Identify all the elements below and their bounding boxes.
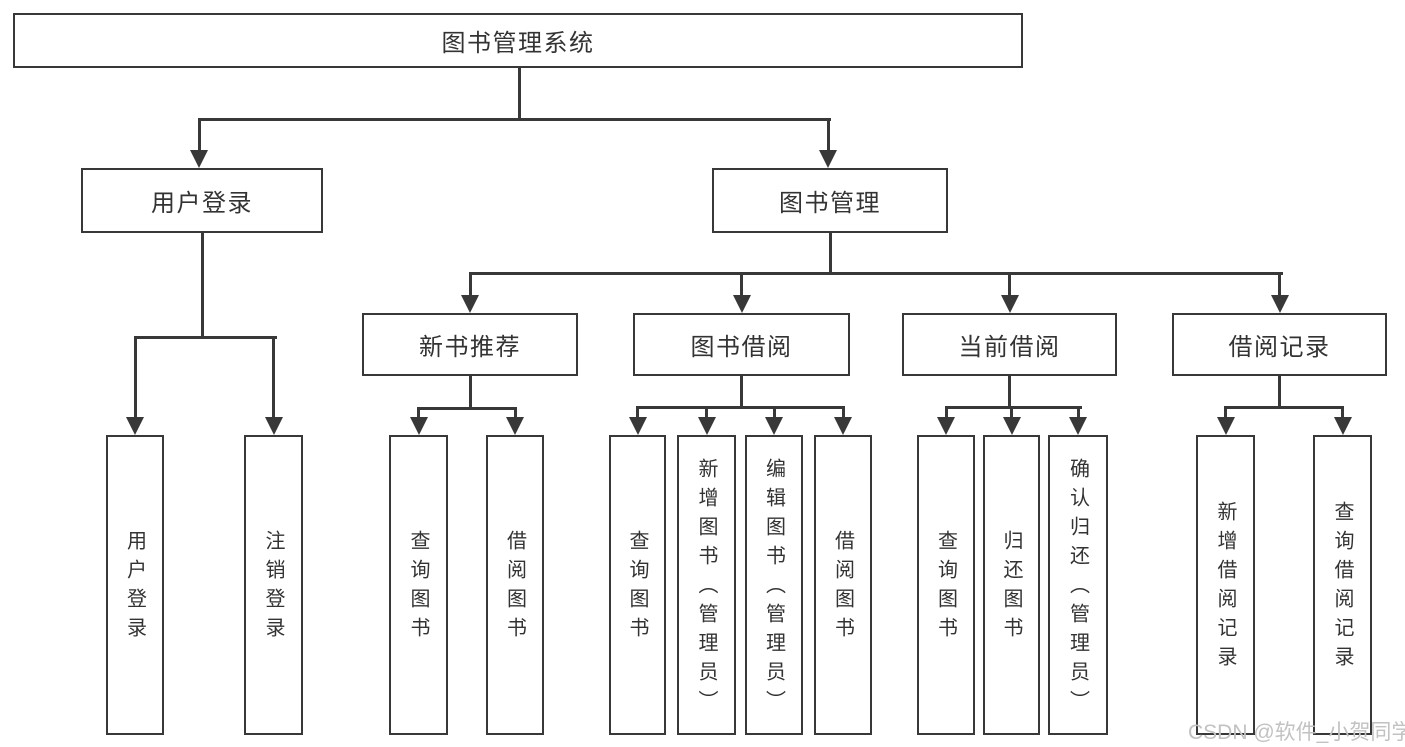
connector-line xyxy=(1076,406,1080,419)
connector-line xyxy=(133,336,137,419)
connector-line xyxy=(944,406,1082,409)
connector-line xyxy=(1010,406,1013,419)
leaf-borrow-edit-books-admin: 编辑图书（管理员） xyxy=(745,435,803,735)
arrowhead-down-icon xyxy=(264,417,283,435)
arrowhead-down-icon xyxy=(732,295,751,313)
connector-line xyxy=(272,336,275,419)
leaf-recommend-borrow-books: 借阅图书 xyxy=(486,435,544,735)
arrowhead-down-icon xyxy=(190,150,208,168)
arrowhead-down-icon xyxy=(1069,417,1087,435)
arrowhead-down-icon xyxy=(1270,295,1289,313)
arrowhead-down-icon xyxy=(461,295,479,313)
connector-line xyxy=(468,272,1283,275)
connector-line xyxy=(772,406,776,419)
leaf-logout: 注销登录 xyxy=(244,435,303,735)
connector-line xyxy=(944,406,948,419)
leaf-user-login: 用户登录 xyxy=(106,435,164,735)
arrowhead-down-icon xyxy=(628,417,647,435)
connector-line xyxy=(705,406,708,419)
arrowhead-down-icon xyxy=(126,417,144,435)
node-new-book-recommend: 新书推荐 xyxy=(362,313,578,376)
connector-line xyxy=(468,376,472,410)
node-borrow-records: 借阅记录 xyxy=(1172,313,1387,376)
arrowhead-down-icon xyxy=(506,417,524,435)
arrowhead-down-icon xyxy=(1216,417,1235,435)
leaf-current-query-books: 查询图书 xyxy=(917,435,975,735)
connector-line xyxy=(1008,272,1011,297)
connector-line xyxy=(417,407,517,410)
arrowhead-down-icon xyxy=(937,417,955,435)
connector-line xyxy=(200,233,204,339)
arrowhead-down-icon xyxy=(834,417,852,435)
connector-line xyxy=(197,118,831,121)
connector-line xyxy=(417,407,420,419)
connector-line xyxy=(1278,376,1281,409)
csdn-watermark: CSDN @软件_小贺同学 xyxy=(1188,721,1405,744)
connector-line xyxy=(468,272,472,297)
connector-line xyxy=(1224,406,1227,419)
leaf-current-confirm-return-admin: 确认归还（管理员） xyxy=(1048,435,1108,735)
arrowhead-down-icon xyxy=(765,417,783,435)
node-user-login: 用户登录 xyxy=(81,168,323,233)
arrowhead-down-icon xyxy=(409,417,428,435)
leaf-recommend-query-books: 查询图书 xyxy=(389,435,448,735)
node-current-borrow: 当前借阅 xyxy=(902,313,1117,376)
connector-line xyxy=(740,376,743,409)
connector-line xyxy=(828,233,832,275)
connector-line xyxy=(517,68,521,121)
arrowhead-down-icon xyxy=(1000,295,1019,313)
leaf-current-return-books: 归还图书 xyxy=(983,435,1040,735)
leaf-records-add-record: 新增借阅记录 xyxy=(1196,435,1255,735)
leaf-records-query-record: 查询借阅记录 xyxy=(1313,435,1372,735)
arrowhead-down-icon xyxy=(1002,417,1021,435)
connector-line xyxy=(636,406,639,419)
node-book-management: 图书管理 xyxy=(712,168,948,233)
connector-line xyxy=(513,407,517,419)
arrowhead-down-icon xyxy=(697,417,716,435)
connector-line xyxy=(1224,406,1344,409)
connector-line xyxy=(1278,272,1281,297)
connector-line xyxy=(1341,406,1344,419)
leaf-borrow-borrow-books: 借阅图书 xyxy=(814,435,872,735)
connector-line xyxy=(133,336,277,339)
connector-line xyxy=(841,406,845,419)
connector-line xyxy=(740,272,743,297)
arrowhead-down-icon xyxy=(1333,417,1352,435)
arrowhead-down-icon xyxy=(819,150,837,168)
connector-line xyxy=(197,118,201,154)
node-root-library-system: 图书管理系统 xyxy=(13,13,1023,68)
leaf-borrow-query-books: 查询图书 xyxy=(609,435,666,735)
connector-line xyxy=(636,406,845,409)
connector-line xyxy=(826,118,830,154)
connector-line xyxy=(1008,376,1011,409)
node-book-borrow: 图书借阅 xyxy=(633,313,850,376)
leaf-borrow-add-books-admin: 新增图书（管理员） xyxy=(677,435,736,735)
